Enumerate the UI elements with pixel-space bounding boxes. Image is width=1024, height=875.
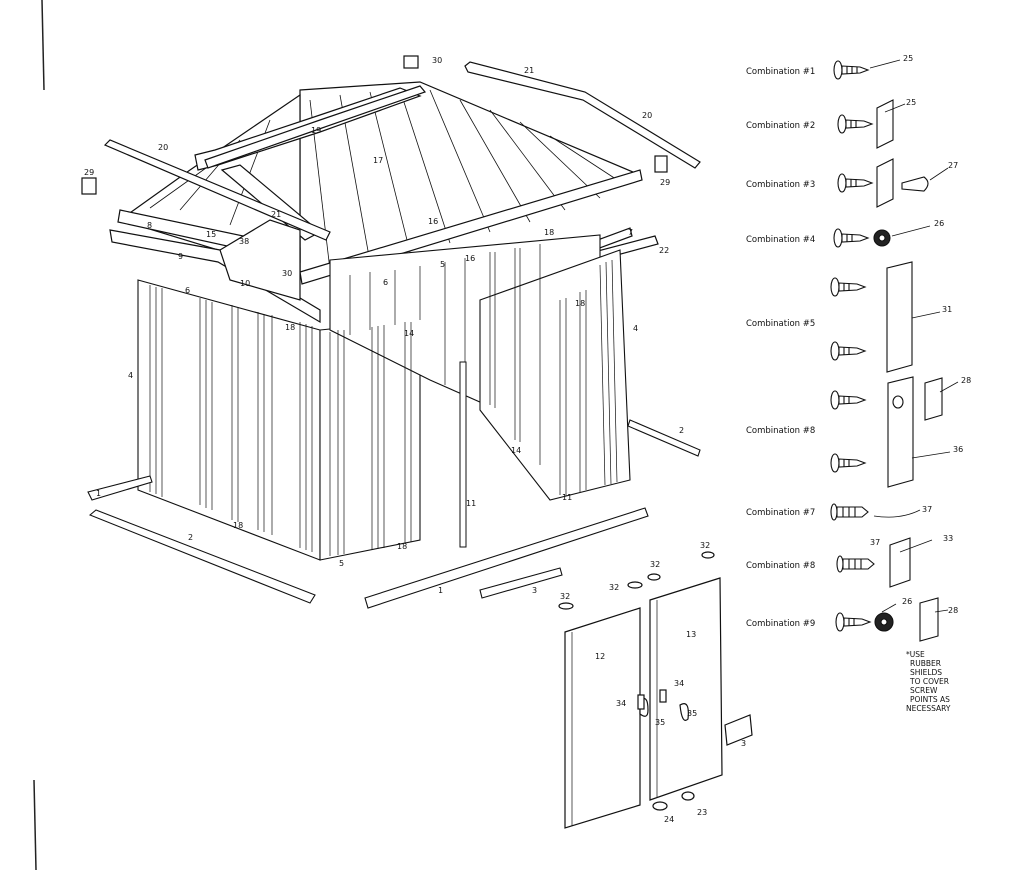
fastener-callout: 25	[906, 98, 916, 107]
callout: 3	[741, 739, 746, 748]
callout: 11	[562, 493, 572, 502]
fastener-callout: 33	[943, 534, 953, 543]
callout: 19	[311, 126, 321, 135]
callout: 13	[686, 630, 696, 639]
fastener-callout: 27	[948, 161, 958, 170]
callout: 1	[438, 586, 443, 595]
combination-label: Combination #9	[746, 619, 815, 629]
fastener-callout: 28	[948, 606, 958, 615]
callout: 5	[440, 260, 445, 269]
combination-label: Combination #7	[746, 508, 815, 518]
leader-lines	[869, 59, 959, 613]
callout: 18	[575, 299, 585, 308]
callout: 32	[560, 592, 570, 601]
callout: 32	[609, 583, 619, 592]
callout: 16	[428, 217, 438, 226]
callout: 21	[524, 66, 534, 75]
part-callouts: 30 21 20 19 20 17 29 29 21 8 16 15 38 18…	[84, 56, 746, 824]
note-line: RUBBER	[910, 659, 941, 668]
callout: 5	[339, 559, 344, 568]
callout: 14	[404, 329, 414, 338]
callout: 34	[674, 679, 684, 688]
callout: 18	[233, 521, 243, 530]
callout: 18	[544, 228, 554, 237]
combination-label: Combination #3	[746, 180, 815, 190]
fastener-callout: 25	[903, 54, 913, 63]
base-rails	[87, 419, 701, 609]
callout: 10	[240, 279, 250, 288]
callout: 38	[239, 237, 249, 246]
fastener-callout: 37	[922, 505, 932, 514]
combination-label: Combination #8	[746, 426, 815, 436]
fastener-callout: 37	[870, 538, 880, 547]
callout: 4	[128, 371, 133, 380]
callout: 9	[178, 252, 183, 261]
callout: 35	[687, 709, 697, 718]
combination-label: Combination #8	[746, 561, 815, 571]
door-panels	[558, 551, 753, 829]
callout: 30	[432, 56, 442, 65]
combination-label: Combination #5	[746, 319, 815, 329]
screw-icon	[830, 60, 875, 632]
combination-label: Combination #2	[746, 121, 815, 131]
callout: 6	[383, 278, 388, 287]
callout: 32	[700, 541, 710, 550]
fastener-callout: 26	[902, 597, 912, 606]
note-line: SHIELDS	[910, 668, 942, 677]
callout: 3	[532, 586, 537, 595]
callout: 2	[188, 533, 193, 542]
callout: 24	[664, 815, 674, 824]
callout: 29	[84, 168, 94, 177]
note-line: POINTS AS	[910, 695, 950, 704]
callout: 14	[511, 446, 521, 455]
fastener-parts	[873, 99, 943, 642]
callout: 18	[285, 323, 295, 332]
callout: 20	[642, 111, 652, 120]
callout: 30	[282, 269, 292, 278]
callout: 23	[697, 808, 707, 817]
callout: 7	[628, 228, 633, 237]
callout: 17	[373, 156, 383, 165]
wall-ribs	[149, 244, 618, 556]
callout: 4	[633, 324, 638, 333]
door-track	[459, 361, 467, 548]
callout: 16	[465, 254, 475, 263]
fastener-callout: 28	[961, 376, 971, 385]
callout: 6	[185, 286, 190, 295]
fastener-combinations: Combination #1 Combination #2 Combinatio…	[746, 54, 971, 713]
callout: 8	[147, 221, 152, 230]
callout: 34	[616, 699, 626, 708]
note-line: TO COVER	[909, 677, 949, 686]
callout: 18	[397, 542, 407, 551]
fastener-callout: 26	[934, 219, 944, 228]
rubber-shield-note: *USE RUBBER SHIELDS TO COVER SCREW POINT…	[906, 650, 951, 713]
note-line: NECESSARY	[906, 704, 951, 713]
callout: 29	[660, 178, 670, 187]
note-line: SCREW	[910, 686, 938, 695]
callout: 11	[466, 499, 476, 508]
fastener-callout: 31	[942, 305, 952, 314]
callout: 12	[595, 652, 605, 661]
callout: 21	[271, 210, 281, 219]
combination-label: Combination #4	[746, 235, 815, 245]
callout: 20	[158, 143, 168, 152]
combination-label: Combination #1	[746, 67, 815, 77]
callout: 32	[650, 560, 660, 569]
note-line: *USE	[906, 650, 925, 659]
callout: 1	[96, 489, 101, 498]
callout: 2	[679, 426, 684, 435]
fastener-callout: 36	[953, 445, 963, 454]
callout: 35	[655, 718, 665, 727]
callout: 22	[659, 246, 669, 255]
callout: 15	[206, 230, 216, 239]
